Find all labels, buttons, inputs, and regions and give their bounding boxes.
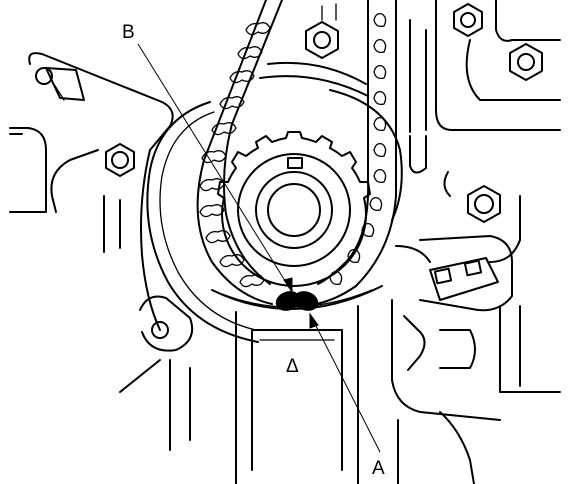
left-housing bbox=[9, 52, 174, 331]
chain-links-left bbox=[199, 22, 271, 288]
label-delta-mark: Δ bbox=[286, 356, 299, 377]
side-bolt-right bbox=[509, 43, 543, 81]
leader-line-b bbox=[137, 43, 293, 294]
leader-line-a bbox=[309, 312, 381, 453]
top-bolt-right bbox=[453, 3, 483, 37]
crank-sprocket bbox=[217, 131, 371, 287]
chain-links-right bbox=[329, 12, 387, 286]
sprocket-cover bbox=[146, 89, 403, 343]
mid-bolt-right bbox=[467, 185, 501, 223]
right-housing bbox=[391, 0, 561, 484]
lower-left-structure bbox=[119, 295, 194, 451]
top-bolt-center bbox=[305, 21, 339, 59]
label-b: B bbox=[122, 22, 135, 43]
left-bolt bbox=[105, 143, 135, 177]
lower-channel bbox=[235, 305, 359, 484]
timing-chain bbox=[196, 0, 397, 305]
timing-mark-links bbox=[275, 291, 319, 311]
label-a: A bbox=[372, 458, 385, 479]
